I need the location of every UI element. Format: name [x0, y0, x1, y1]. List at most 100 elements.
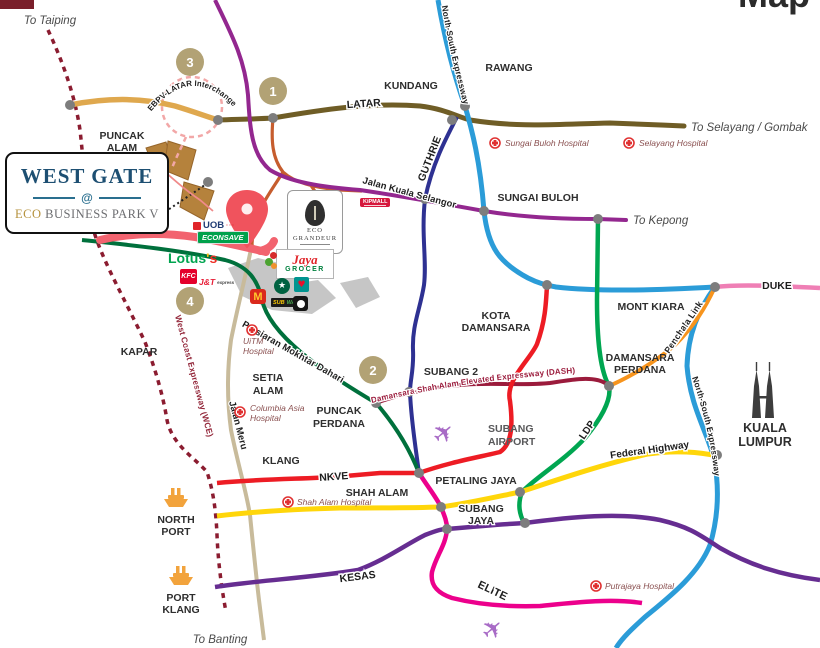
label-nse-north: North-South Expressway	[439, 3, 473, 106]
road-highlighted-access	[96, 229, 278, 256]
place-kundang: KUNDANG	[384, 80, 438, 92]
westgate-park-line: ECO BUSINESS PARK V	[15, 207, 159, 222]
hospital-uitm-2: Hospital	[243, 346, 275, 356]
uob-logo: UOB ···	[193, 220, 235, 231]
road-nse-north	[435, 0, 716, 293]
place-damansara-perdana: DAMANSARA	[606, 352, 675, 364]
road-to-kepong	[482, 209, 628, 222]
interchange-ramp-dashed	[170, 136, 188, 169]
klcc-towers-icon	[752, 362, 774, 418]
interchange-loop-dashed	[160, 75, 224, 139]
subway-text-2: WAY	[287, 300, 299, 306]
fruit-decoration	[271, 263, 277, 269]
road-nse-south	[613, 285, 720, 648]
place-setia-alam: SETIA	[253, 372, 284, 384]
road-nkve	[216, 284, 550, 486]
econsave-logo: ECONSAVE	[197, 231, 249, 244]
kipmall-logo: KiPMALL	[360, 198, 391, 207]
jaya-text: Jaya	[292, 252, 318, 267]
place-rawang: RAWANG	[485, 62, 532, 74]
place-north-port: NORTH	[157, 514, 194, 526]
place-shah-alam: SHAH ALAM	[346, 487, 409, 499]
place-puncak-alam-2: ALAM	[107, 142, 138, 154]
divider-bar	[33, 197, 76, 199]
label-wce: West Coast Expressway (WCE)	[172, 313, 217, 440]
marker-2: 2	[369, 363, 376, 378]
starbucks-star-icon: ★	[277, 281, 287, 291]
eco-grandeur-logo: ECO GRANDEUR	[287, 190, 343, 254]
label-nkve: NKVE	[319, 470, 349, 484]
place-subang-jaya-2: JAYA	[468, 515, 494, 527]
svg-text:North-South Expressway: North-South Expressway	[440, 5, 472, 106]
jnt-sub-text: express	[217, 279, 235, 285]
svg-text:West Coast Expressway (WCE): West Coast Expressway (WCE)	[173, 314, 216, 438]
place-subang-airport-2: AIRPORT	[488, 436, 536, 448]
svg-text:ELITE: ELITE	[476, 579, 509, 603]
place-subang-jaya: SUBANG	[458, 503, 504, 515]
zus-disc-icon	[296, 299, 305, 308]
kfc-text: KFC	[181, 273, 196, 280]
place-mont-kiara: MONT KIARA	[617, 301, 684, 313]
uob-text: UOB	[203, 220, 225, 231]
hospital-shah-alam: Shah Alam Hospital	[297, 497, 372, 507]
road-federal-highway	[216, 449, 718, 519]
ship-icon-north-port	[164, 488, 188, 507]
hospital-columbia-2: Hospital	[250, 413, 282, 423]
svg-text:EBPV-LATAR Interchange: EBPV-LATAR Interchange	[146, 79, 239, 113]
kipmall-rule	[364, 205, 387, 206]
fruit-decoration	[270, 252, 277, 259]
hospital-icon	[489, 137, 501, 149]
page-title-clipped: Map	[738, 0, 810, 13]
label-latar: LATAR	[346, 97, 381, 111]
fruit-decoration	[265, 258, 273, 266]
place-puncak-alam: PUNCAK	[100, 130, 145, 142]
eco-grandeur-crest-icon	[305, 199, 325, 226]
place-kapar: KAPAR	[121, 346, 158, 358]
westgate-divider: @	[33, 191, 141, 205]
edge-to-selayang: To Selayang / Gombak	[691, 122, 809, 134]
corner-fragment	[0, 0, 34, 9]
road-jalan-meru	[226, 243, 266, 641]
marker-1: 1	[269, 84, 276, 99]
marker-3: 3	[186, 55, 193, 70]
lotus-apos: '	[206, 250, 210, 266]
road-penchala-link	[608, 286, 717, 388]
hospital-icon	[623, 137, 635, 149]
place-setia-alam-2: ALAM	[253, 385, 284, 397]
label-nse-south: North-South Expressway	[689, 374, 724, 478]
place-petaling-jaya: PETALING JAYA	[435, 475, 517, 487]
caring-heart-icon: ♥	[297, 279, 306, 290]
starbucks-logo: ★	[274, 278, 290, 294]
place-port-klang: PORT	[166, 592, 196, 604]
hospital-icon	[234, 406, 246, 418]
edge-to-kepong: To Kepong	[633, 215, 689, 227]
ship-icon-port-klang	[169, 566, 193, 585]
westgate-at: @	[81, 191, 93, 205]
westgate-title: WEST GATE	[20, 164, 154, 188]
svg-text:North-South Expressway: North-South Expressway	[690, 375, 722, 477]
place-north-port-2: PORT	[161, 526, 191, 538]
label-elite: ELITE	[474, 577, 510, 604]
road-wce	[46, 29, 228, 613]
edge-to-banting: To Banting	[193, 634, 248, 646]
road-duke	[714, 283, 820, 291]
eco-grandeur-rule	[300, 243, 330, 245]
hospital-icon	[590, 580, 602, 592]
hospital-sungai-buloh: Sungai Buloh Hospital	[505, 138, 590, 148]
mcd-m: M	[253, 290, 263, 303]
hospital-icon	[282, 496, 294, 508]
westgate-eco: ECO	[15, 207, 42, 221]
zus-coffee-logo	[293, 296, 308, 311]
label-ebpv-interchange: EBPV-LATAR Interchange	[145, 78, 240, 114]
road-jalan-kuala-selangor	[213, 0, 485, 213]
plane-icon-subang: ✈	[426, 415, 462, 452]
place-puncak-perdana: PUNCAK	[317, 405, 362, 417]
edge-to-taiping: To Taiping	[24, 15, 77, 27]
label-federal-highway: Federal Highway	[610, 439, 691, 461]
place-kota-damansara-2: DAMANSARA	[462, 322, 531, 334]
lotuss-logo: Lotus's	[168, 250, 217, 266]
place-port-klang-2: KLANG	[162, 604, 199, 616]
